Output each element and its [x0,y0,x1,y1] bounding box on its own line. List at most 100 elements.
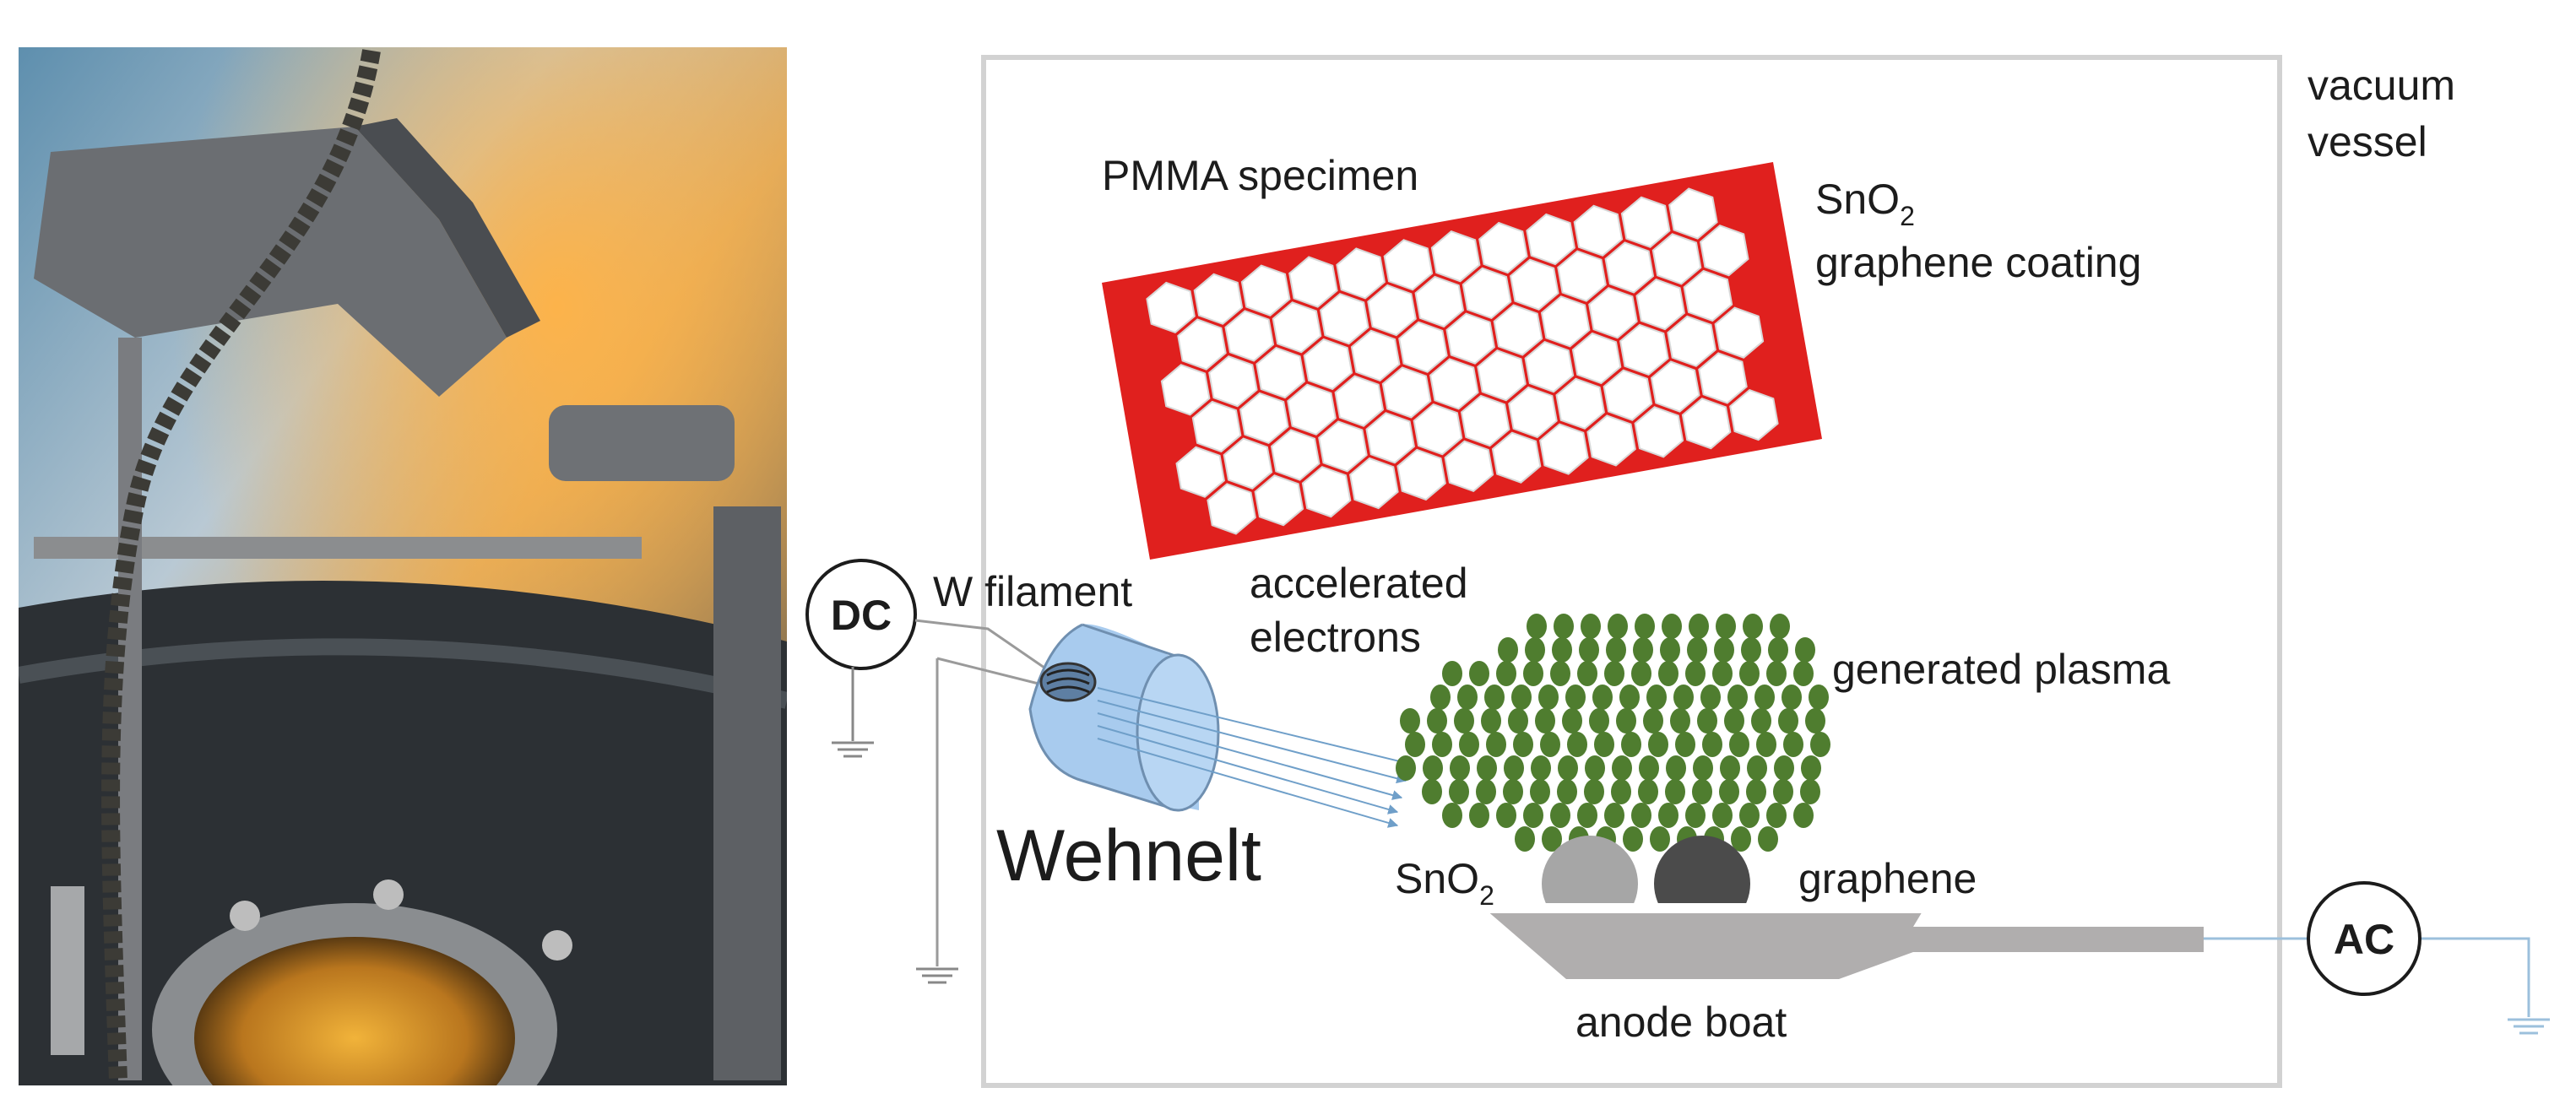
plasma-particle [1577,803,1597,828]
graphene-hexagon [1208,355,1258,408]
plasma-particle [1567,732,1587,757]
graphene-hexagon [1398,321,1448,373]
graphene-hexagon [1367,284,1417,337]
dc-wires [914,619,1056,966]
plasma-particle [1743,614,1763,639]
plasma-particle [1477,755,1497,781]
graphene-hexagon [1651,233,1702,285]
plasma-particle [1496,803,1516,828]
plasma-particle [1584,779,1604,804]
plasma-particle [1800,779,1820,804]
graphene-hexagon [1586,414,1636,467]
plasma-particle [1557,779,1577,804]
dc-ground-symbol [832,667,874,758]
graphene-hexagon [1191,400,1242,453]
graphene-hexagon [1175,446,1225,498]
anode-boat [1486,910,2204,979]
graphene-hexagon [1603,369,1653,421]
plasma-particle [1724,708,1744,733]
plasma-particle [1809,685,1829,710]
plasma-particle [1423,755,1443,781]
plasma-particle [1739,661,1760,686]
plasma-particle [1538,685,1559,710]
plasma-particle [1712,803,1733,828]
plasma-particle [1513,732,1533,757]
plasma-particle [1450,755,1470,781]
plasma-particle [1675,732,1695,757]
plasma-particle [1795,637,1815,663]
plasma-particle [1442,661,1462,686]
plasma-particle [1503,779,1523,804]
plasma-particle [1523,803,1543,828]
plasma-particle [1469,803,1489,828]
plasma-particle [1758,826,1778,852]
plasma-particle [1432,732,1452,757]
graphene-hexagon [1555,377,1605,430]
plasma-particle [1606,637,1626,663]
graphene-hexagon [1650,360,1700,413]
plasma-particle [1585,755,1605,781]
plasma-particle [1619,685,1640,710]
plasma-particle [1496,661,1516,686]
vacuum-vessel-label-line1: vacuum [2308,62,2455,109]
graphene-hexagon [1430,230,1481,283]
plasma-particle [1801,755,1821,781]
plasma-particle [1729,732,1749,757]
plasma-particle [1515,826,1535,852]
graphene-hexagon [1336,247,1386,300]
graphene-hexagon [1619,323,1669,376]
plasma-particle [1754,685,1775,710]
graphene-hexagon [1460,394,1510,447]
graphene-hexagon [1540,295,1591,348]
plasma-particle [1540,732,1560,757]
plasma-particle [1702,732,1722,757]
plasma-particle [1697,708,1717,733]
graphene-hexagon [1539,423,1589,475]
plasma-particle [1692,779,1712,804]
plasma-particle [1511,685,1532,710]
plasma-particle [1693,755,1713,781]
graphene-hexagon [1526,213,1575,266]
plasma-particle [1631,661,1651,686]
w-filament-label: W filament [933,568,1132,615]
plasma-particle [1608,614,1628,639]
graphene-hexagon [1524,340,1575,393]
plasma-particle [1616,708,1636,733]
graphene-hexagon [1445,312,1495,365]
graphene-hexagon [1193,273,1244,325]
plasma-particle [1650,826,1670,852]
graphene-hexagon [1272,301,1322,354]
graphene-hexagon [1444,440,1494,493]
graphene-hexagon [1146,281,1196,334]
plasma-particle [1531,755,1551,781]
plasma-particle [1685,661,1706,686]
plasma-particle [1552,637,1572,663]
plasma-particle [1554,614,1574,639]
pmma-specimen [1102,162,1822,560]
plasma-particle [1662,614,1682,639]
sno2-coating-label: SnO2 [1815,176,1915,231]
plasma-particle [1731,826,1751,852]
graphene-hexagon [1270,429,1321,481]
plasma-particle [1481,708,1501,733]
graphene-hexagon [1729,388,1779,441]
plasma-particle [1639,755,1659,781]
graphene-source-label: graphene [1798,855,1977,902]
plasma-particle [1442,803,1462,828]
plasma-particle [1666,755,1686,781]
boat-rim-gap [1486,903,1925,913]
graphene-hexagon [1413,403,1463,456]
plasma-particle [1741,637,1761,663]
accelerated-electrons-label-line2: electrons [1250,614,1421,661]
plasma-particle [1782,685,1802,710]
graphene-coating-label: graphene coating [1815,239,2141,286]
graphene-hexagon [1303,338,1353,391]
plasma-particle [1396,755,1416,781]
plasma-particle [1751,708,1771,733]
plasma-particle [1727,685,1748,710]
plasma-particle [1592,685,1613,710]
wehnelt-cylinder [1028,623,1220,812]
ac-label: AC [2334,916,2394,963]
graphene-hexagon [1429,358,1479,410]
